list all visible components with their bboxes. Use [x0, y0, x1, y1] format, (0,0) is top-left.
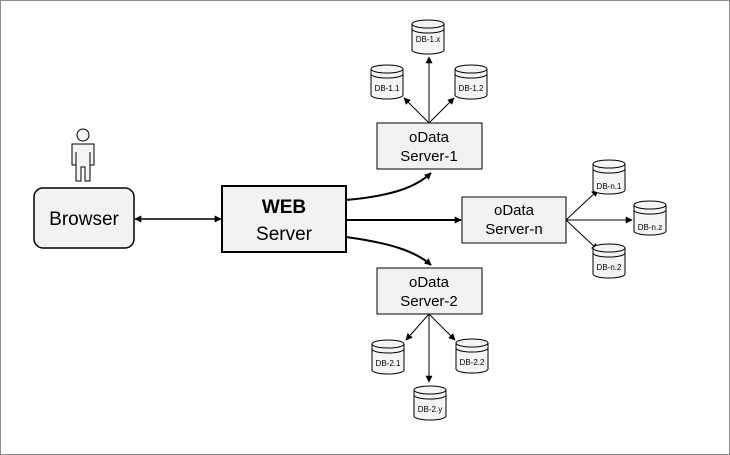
browser-label: Browser: [49, 209, 119, 230]
web-server-subtitle: Server: [256, 224, 313, 245]
server-n-to-db-n1-arrow: [565, 189, 599, 221]
db-label: DB-n.z: [638, 223, 662, 232]
db-n-z-cylinder: DB-n.z: [633, 200, 667, 236]
db-2-1-cylinder: DB-2.1: [371, 339, 405, 375]
odata-server-1-line2: Server-1: [400, 148, 458, 165]
odata-server-2-node: oData Server-2: [376, 267, 483, 315]
db-n-1-cylinder: DB-n.1: [592, 159, 626, 195]
db-label: DB-2.1: [376, 359, 401, 368]
odata-server-n-line2: Server-n: [485, 221, 543, 238]
db-label: DB-n.1: [597, 182, 622, 191]
web-server-node: WEB Server: [221, 185, 347, 253]
odata-server-1-line1: oData: [409, 129, 450, 146]
web-to-server-1-arrow: [345, 172, 432, 201]
odata-server-1-node: oData Server-1: [376, 122, 483, 170]
server-2-to-db-22-arrow: [428, 313, 456, 341]
db-label: DB-1.x: [416, 35, 440, 44]
server-n-to-db-n2-arrow: [565, 219, 599, 251]
web-server-title: WEB: [262, 197, 306, 218]
db-label: DB-n.2: [597, 263, 622, 272]
db-n-2-cylinder: DB-n.2: [592, 243, 626, 279]
server-1-to-db-12-arrow: [428, 97, 455, 124]
browser-node: Browser: [33, 187, 135, 249]
db-label: DB-1.1: [375, 84, 400, 93]
db-label: DB-1.2: [459, 84, 484, 93]
user-icon: [71, 128, 95, 182]
web-to-server-2-arrow: [345, 236, 432, 266]
db-2-y-cylinder: DB-2.y: [413, 385, 447, 421]
odata-server-2-line1: oData: [409, 274, 450, 291]
odata-server-n-line1: oData: [494, 202, 535, 219]
server-1-to-db-11-arrow: [403, 97, 430, 124]
odata-server-2-line2: Server-2: [400, 293, 458, 310]
db-1-1-cylinder: DB-1.1: [370, 64, 404, 100]
db-1-x-cylinder: DB-1.x: [411, 19, 445, 55]
db-label: DB-2.2: [460, 358, 485, 367]
db-label: DB-2.y: [418, 405, 442, 414]
odata-server-n-node: oData Server-n: [461, 196, 567, 244]
db-1-2-cylinder: DB-1.2: [454, 64, 488, 100]
db-2-2-cylinder: DB-2.2: [455, 338, 489, 374]
server-2-to-db-21-arrow: [405, 313, 430, 341]
